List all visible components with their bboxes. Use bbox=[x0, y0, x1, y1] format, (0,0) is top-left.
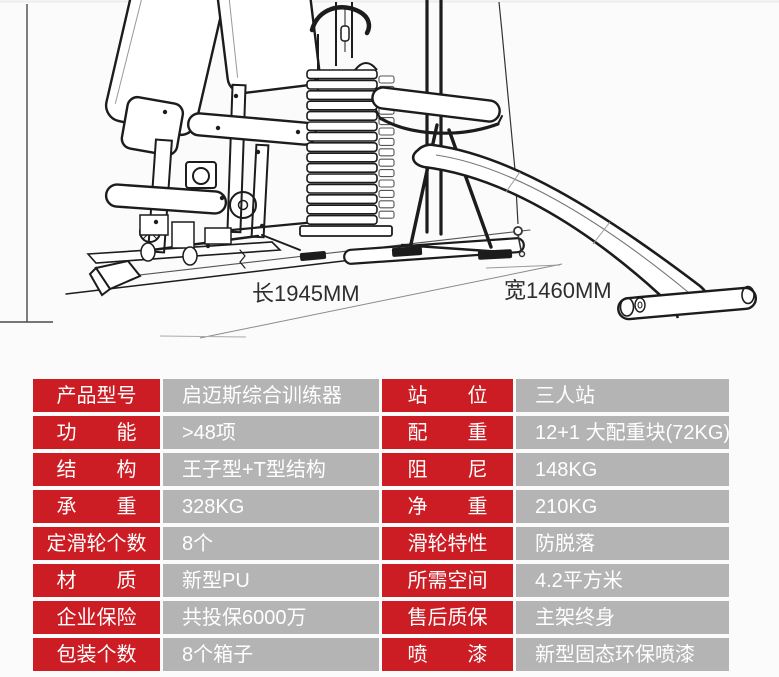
spec-value-cell: 8个箱子 bbox=[163, 638, 379, 671]
spec-row: 材 质 新型PU bbox=[33, 564, 379, 597]
spec-row: 结 构 王子型+T型结构 bbox=[33, 453, 379, 486]
product-line-drawing: 长1945MM 宽1460MM bbox=[0, 0, 779, 339]
spec-value-cell: 启迈斯综合训练器 bbox=[163, 379, 379, 412]
spec-row: 阻 尼 148KG bbox=[382, 453, 729, 486]
spec-value-cell: 148KG bbox=[516, 453, 729, 486]
bench-pad-stitches bbox=[505, 171, 611, 245]
spec-value-cell: 210KG bbox=[516, 490, 729, 523]
spec-label-cell: 企业保险 bbox=[33, 601, 160, 634]
spec-value-cell: 12+1 大配重块(72KG) bbox=[516, 416, 730, 449]
bench-pad-seam bbox=[435, 154, 689, 293]
spec-row: 功 能 >48项 bbox=[33, 416, 379, 449]
spec-row: 净 重 210KG bbox=[382, 490, 729, 523]
spec-row: 定滑轮个数 8个 bbox=[33, 527, 379, 560]
spec-row: 售后质保 主架终身 bbox=[382, 601, 729, 634]
spec-value-cell: 4.2平方米 bbox=[516, 564, 729, 597]
spec-value-cell: >48项 bbox=[163, 416, 379, 449]
spec-row: 承 重 328KG bbox=[33, 490, 379, 523]
spec-value-cell: 新型PU bbox=[163, 564, 379, 597]
spec-label-cell: 材 质 bbox=[33, 564, 160, 597]
bolt-dots bbox=[153, 93, 301, 249]
spec-table-left: 产品型号 启迈斯综合训练器 功 能 >48项 结 构 王子型+T型结构 承 重 … bbox=[33, 379, 379, 671]
spec-row: 所需空间 4.2平方米 bbox=[382, 564, 729, 597]
spec-value-cell: 主架终身 bbox=[516, 601, 729, 634]
spec-value-cell: 8个 bbox=[163, 527, 379, 560]
length-dimension-label: 长1945MM bbox=[252, 281, 360, 306]
spec-row: 产品型号 启迈斯综合训练器 bbox=[33, 379, 379, 412]
spec-label-cell: 包装个数 bbox=[33, 638, 160, 671]
foot-roller-bar bbox=[617, 285, 758, 321]
left-station-frame bbox=[104, 83, 318, 269]
cable-turnbuckle bbox=[340, 25, 350, 42]
spec-label-cell: 所需空间 bbox=[382, 564, 513, 597]
stack-base bbox=[299, 225, 393, 237]
spec-row: 喷 漆 新型固态环保喷漆 bbox=[382, 638, 729, 671]
press-handle-tube bbox=[309, 5, 372, 36]
floor-perspective-lines bbox=[159, 263, 563, 339]
spec-label-cell: 阻 尼 bbox=[382, 453, 513, 486]
weight-stack bbox=[299, 2, 395, 237]
width-dimension-label: 宽1460MM bbox=[504, 278, 612, 303]
gym-machine-sketch: 长1945MM 宽1460MM bbox=[0, 0, 779, 339]
spec-label-cell: 定滑轮个数 bbox=[33, 527, 160, 560]
spec-value-cell: 新型固态环保喷漆 bbox=[516, 638, 729, 671]
axis-lines bbox=[0, 4, 53, 323]
spec-value-cell: 共投保6000万 bbox=[163, 601, 379, 634]
right-station-frame bbox=[371, 0, 504, 254]
spec-label-cell: 滑轮特性 bbox=[382, 527, 513, 560]
spec-value-cell: 防脱落 bbox=[516, 527, 729, 560]
spec-label-cell: 功 能 bbox=[33, 416, 160, 449]
weight-plates bbox=[306, 69, 378, 226]
spec-row: 企业保险 共投保6000万 bbox=[33, 601, 379, 634]
spec-label-cell: 售后质保 bbox=[382, 601, 513, 634]
spec-row: 配 重 12+1 大配重块(72KG) bbox=[382, 416, 730, 449]
base-frame bbox=[65, 229, 531, 297]
spec-table-right: 站 位 三人站 配 重 12+1 大配重块(72KG) 阻 尼 148KG 净 … bbox=[382, 379, 730, 671]
spec-value-cell: 328KG bbox=[163, 490, 379, 523]
spec-label-cell: 净 重 bbox=[382, 490, 513, 523]
spec-label-cell: 结 构 bbox=[33, 453, 160, 486]
spec-label-cell: 站 位 bbox=[382, 379, 513, 412]
spec-value-cell: 三人站 bbox=[516, 379, 729, 412]
spec-label-cell: 承 重 bbox=[33, 490, 160, 523]
spec-label-cell: 产品型号 bbox=[33, 379, 160, 412]
spec-row: 站 位 三人站 bbox=[382, 379, 729, 412]
cable-and-handle bbox=[498, 1, 526, 258]
spec-value-cell: 王子型+T型结构 bbox=[163, 453, 379, 486]
left-station-pads bbox=[104, 0, 321, 157]
spec-label-cell: 配 重 bbox=[382, 416, 513, 449]
stack-top-cap bbox=[354, 62, 378, 71]
spec-label-cell: 喷 漆 bbox=[382, 638, 513, 671]
spec-row: 包装个数 8个箱子 bbox=[33, 638, 379, 671]
spec-row: 滑轮特性 防脱落 bbox=[382, 527, 729, 560]
